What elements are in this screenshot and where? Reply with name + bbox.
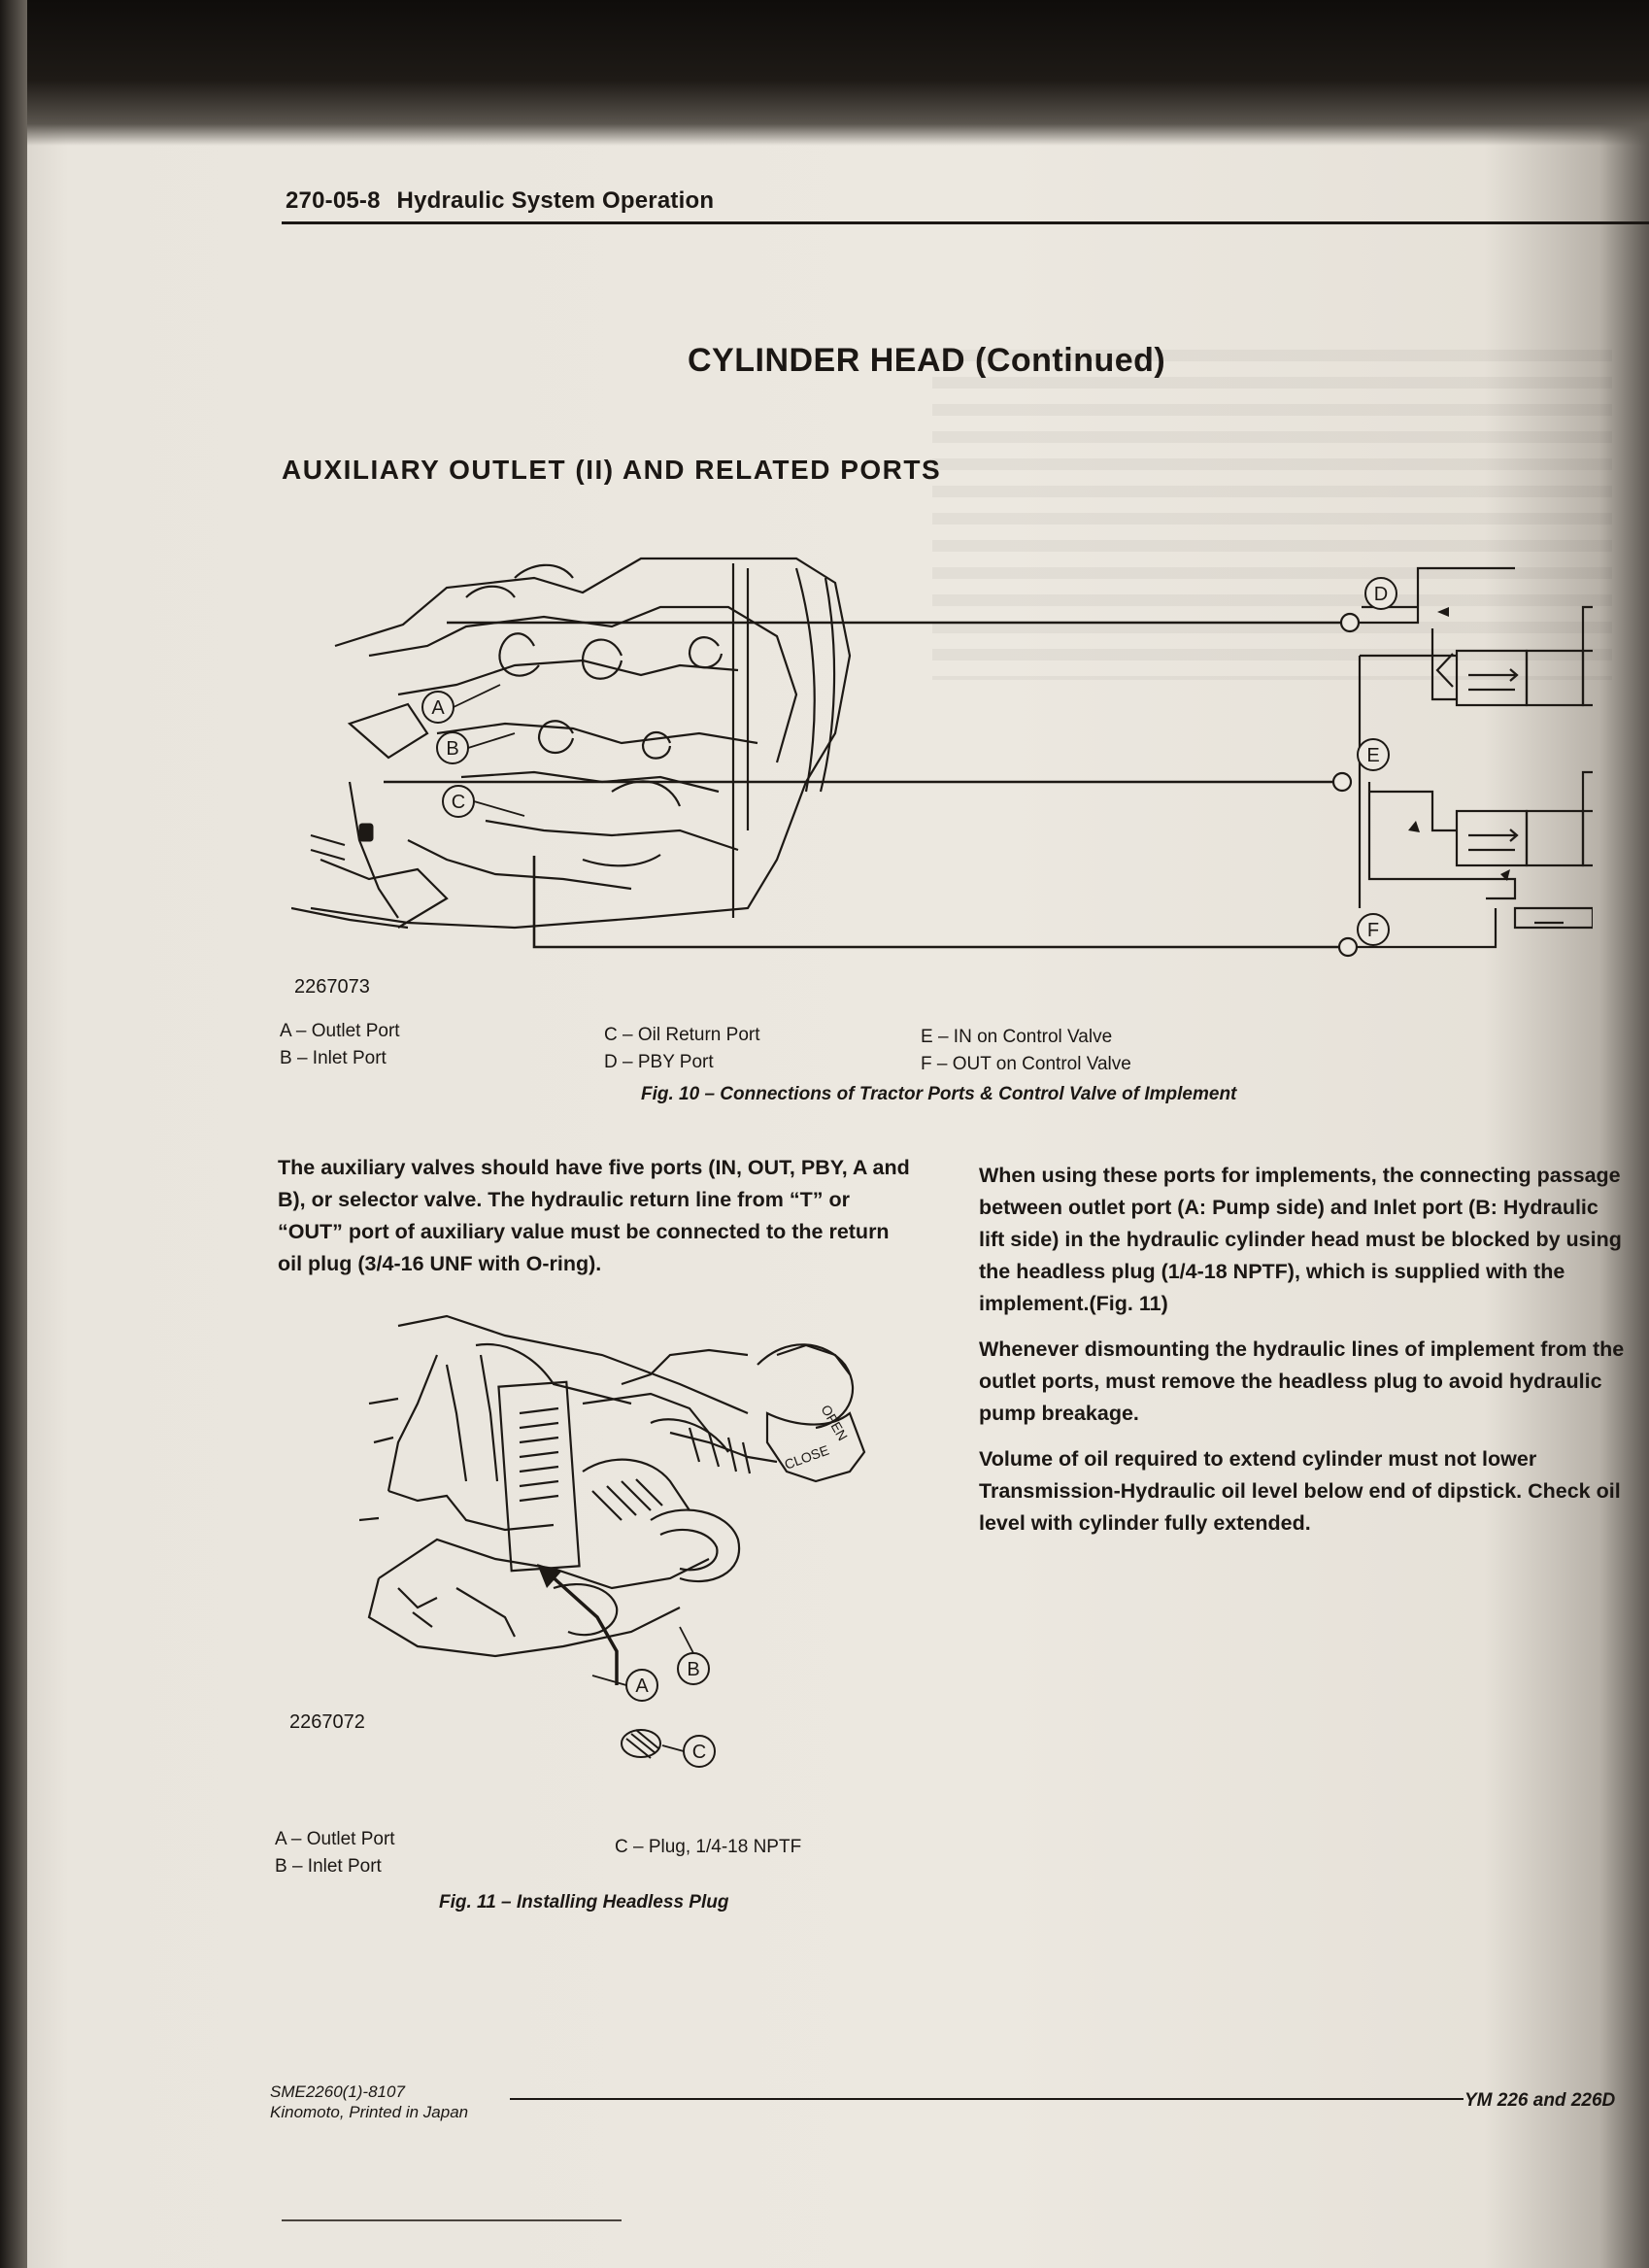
figure-11-caption: Fig. 11 – Installing Headless Plug [439,1892,729,1913]
figure-11: OPEN CLOSE A B C [358,1297,903,1792]
callout-D [1364,577,1397,610]
callout-F [1357,913,1390,946]
callout-E [1357,738,1390,771]
scan-top-shadow [0,0,1649,146]
callout-letter: C [692,1742,706,1763]
figure-10-caption: Fig. 10 – Connections of Tractor Ports &… [641,1084,1237,1104]
footer-model: YM 226 and 226D [1464,2090,1616,2111]
paragraph-auxiliary-valves: The auxiliary valves should have five po… [278,1156,910,1275]
callout-letter: E [1366,745,1379,766]
figure-10-legend-col1: A – Outlet Port B – Inlet Port [280,1018,400,1072]
page-header: 270-05-8 Hydraulic System Operation [286,187,714,215]
figure-10-legend-col3: E – IN on Control Valve F – OUT on Contr… [921,1024,1131,1078]
legend-item-c: C – Plug, 1/4-18 NPTF [615,1837,802,1857]
printed-note: Kinomoto, Printed in Japan [270,2103,469,2121]
bleed-through-shadow [932,350,1612,680]
legend-item-a: A – Outlet Port [280,1021,400,1041]
legend-item-d: D – PBY Port [604,1052,714,1072]
callout-letter: F [1367,920,1379,941]
footer-rule [510,2098,1464,2100]
left-paragraph: The auxiliary valves should have five po… [278,1152,919,1294]
callout-letter: B [687,1659,699,1680]
callout-letter: A [635,1676,649,1697]
footer-code: SME2260(1)-8107 Kinomoto, Printed in Jap… [270,2082,468,2122]
page-title: CYLINDER HEAD (Continued) [688,342,1166,379]
paragraph-oil-volume: Volume of oil required to extend cylinde… [979,1447,1621,1535]
figure-11-drawing: OPEN CLOSE A B C [358,1314,866,1768]
callout-letter: A [431,697,445,719]
figure-10-legend-col2: C – Oil Return Port D – PBY Port [604,1022,760,1076]
bottom-rule-fragment [282,2219,622,2221]
callout-letter: B [446,738,458,760]
legend-item-b: B – Inlet Port [280,1048,387,1068]
figure-10-id: 2267073 [294,976,370,998]
figure-11-legend-col1: A – Outlet Port B – Inlet Port [275,1826,395,1880]
paragraph-dismounting: Whenever dismounting the hydraulic lines… [979,1337,1625,1425]
legend-item-c: C – Oil Return Port [604,1025,760,1045]
figure-10-drawing: D E F A B C [290,557,1649,958]
paragraph-using-ports: When using these ports for implements, t… [979,1164,1622,1315]
callout-letter: D [1374,584,1388,605]
valve-close-marking: CLOSE [783,1442,831,1473]
figure-11-id: 2267072 [289,1711,365,1733]
right-column: When using these ports for implements, t… [979,1160,1630,1553]
figure-11-legend-col2: C – Plug, 1/4-18 NPTF [615,1834,801,1861]
legend-item-e: E – IN on Control Valve [921,1027,1113,1047]
section-number: 270-05-8 [286,187,381,214]
section-subtitle: AUXILIARY OUTLET (II) AND RELATED PORTS [282,455,942,485]
legend-item-f: F – OUT on Control Valve [921,1054,1131,1074]
legend-item-a: A – Outlet Port [275,1829,395,1849]
legend-item-b: B – Inlet Port [275,1856,382,1877]
scan-left-shadow [0,0,27,2268]
header-rule [282,221,1649,224]
section-title: Hydraulic System Operation [396,187,715,214]
callout-letter: C [452,792,465,813]
figure-10: D E F A B C [290,539,1649,986]
document-code: SME2260(1)-8107 [270,2082,405,2101]
